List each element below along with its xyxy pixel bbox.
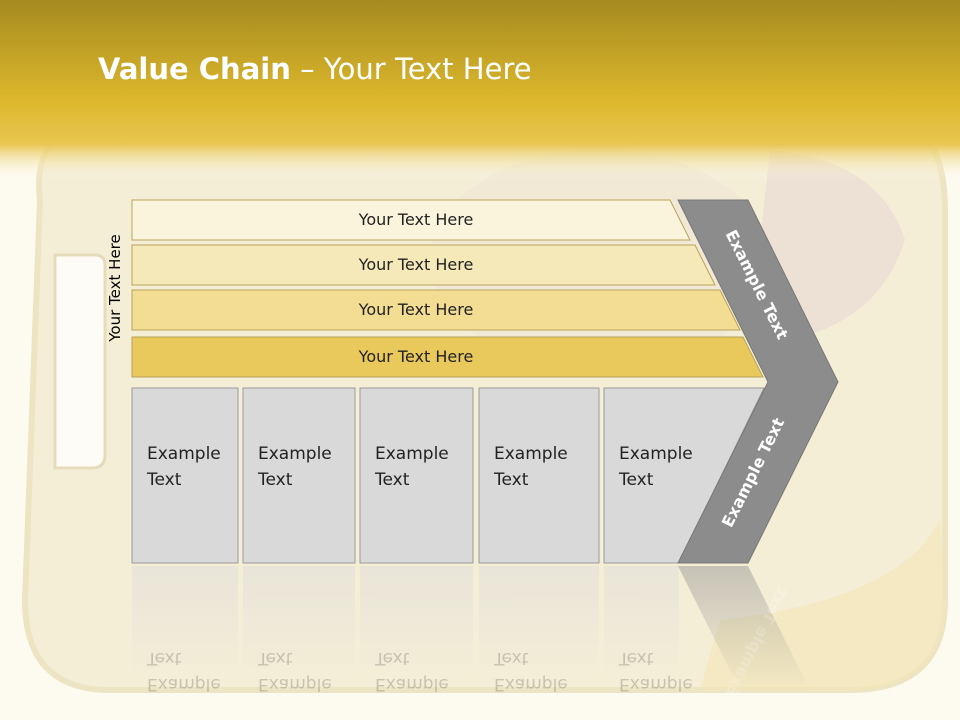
activity-box-line1-3: Example bbox=[375, 444, 449, 464]
chain-band-label-2: Your Text Here bbox=[358, 255, 474, 274]
activity-box-reflection-4 bbox=[479, 566, 599, 686]
activity-box-reflection-text-2: Example Text bbox=[257, 648, 332, 694]
activity-box-reflection-2 bbox=[243, 566, 355, 686]
chain-band-2 bbox=[131, 244, 716, 286]
reflection-line2-1: Text bbox=[146, 648, 182, 668]
slide-title: Value Chain – Your Text Here bbox=[98, 52, 532, 86]
reflection-line2-5: Text bbox=[618, 648, 654, 668]
reflection-line1-4: Example bbox=[494, 674, 568, 694]
chevron-reflection bbox=[678, 566, 810, 690]
reflection-line1-3: Example bbox=[375, 674, 449, 694]
activity-box-reflection-3 bbox=[360, 566, 473, 686]
reflection-line2-2: Text bbox=[257, 648, 293, 668]
chain-band-3 bbox=[131, 289, 741, 331]
activity-box-line2-5: Text bbox=[618, 470, 654, 490]
chain-band-label-3: Your Text Here bbox=[358, 300, 474, 319]
activity-box-line1-4: Example bbox=[494, 444, 568, 464]
activity-box-reflection-text-5: Example Text bbox=[618, 648, 693, 694]
activity-box-reflection-text-4: Example Text bbox=[493, 648, 568, 694]
activity-box-line2-3: Text bbox=[374, 470, 410, 490]
title-rest: – Your Text Here bbox=[290, 52, 532, 86]
chain-band-label-4: Your Text Here bbox=[358, 347, 474, 366]
activity-box-reflection-text-3: Example Text bbox=[374, 648, 449, 694]
activity-box-line2-4: Text bbox=[493, 470, 529, 490]
chain-band-1 bbox=[131, 199, 691, 241]
reflection-line1-5: Example bbox=[619, 674, 693, 694]
activity-box-line2-2: Text bbox=[257, 470, 293, 490]
activity-box-reflection-5 bbox=[604, 566, 679, 686]
chain-band-label-1: Your Text Here bbox=[358, 210, 474, 229]
title-bold: Value Chain bbox=[98, 52, 291, 86]
reflection-line2-3: Text bbox=[374, 648, 410, 668]
activity-box-line1-1: Example bbox=[147, 444, 221, 464]
activity-box-reflection-1 bbox=[132, 566, 238, 686]
activity-box-line1-2: Example bbox=[258, 444, 332, 464]
chain-band-4 bbox=[131, 336, 764, 378]
activity-box-line1-5: Example bbox=[619, 444, 693, 464]
chevron-arrow bbox=[677, 199, 839, 564]
activity-box-reflection-text-1: Example Text bbox=[146, 648, 221, 694]
reflection-line1-1: Example bbox=[147, 674, 221, 694]
activity-box-4 bbox=[478, 387, 600, 564]
activity-box-3 bbox=[359, 387, 474, 564]
reflection-line2-4: Text bbox=[493, 648, 529, 668]
activity-box-2 bbox=[242, 387, 356, 564]
reflection-line1-2: Example bbox=[258, 674, 332, 694]
activity-box-1 bbox=[131, 387, 239, 564]
activity-box-line2-1: Text bbox=[146, 470, 182, 490]
